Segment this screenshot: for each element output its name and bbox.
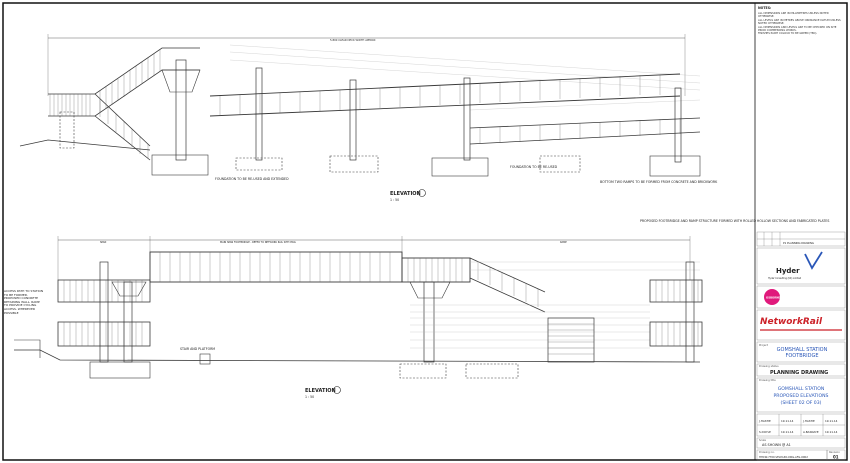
project-label: Project bbox=[759, 343, 768, 347]
wall-note: ACCESS PATH TO STATION TO BE FORMED. PRO… bbox=[4, 290, 44, 315]
top-elevation bbox=[19, 34, 701, 177]
title-block: NOTES: ALL DIMENSIONS ARE IN MILLIMETRES… bbox=[754, 3, 846, 461]
note-2: ALL LEVELS ARE IN METRES ABOVE ORDNANCE … bbox=[758, 18, 841, 26]
note-3: ALL DIMENSIONS AND LEVELS ARE TO BE CHEC… bbox=[758, 25, 837, 33]
hyder-sub: Hyder Consulting (UK) Limited bbox=[768, 277, 802, 280]
revision-table bbox=[756, 231, 846, 247]
hyder-mark-icon bbox=[804, 251, 823, 270]
top-elevation-scale: 1 : 50 bbox=[390, 198, 399, 202]
bottom-dimension-left: MAIN SPAN FOOTBRIDGE - REFER TO NETWORK … bbox=[220, 241, 296, 244]
approved-by: A.BASNAYE bbox=[803, 430, 819, 434]
scale-label: Scale bbox=[759, 438, 766, 442]
approved-date: 19.11.14 bbox=[825, 430, 838, 434]
drawing-no-label: Drawing no. bbox=[759, 450, 775, 454]
top-dimension: 5.800 CLEAR DECK WIDTH APPROX bbox=[330, 38, 376, 42]
status-label: Drawing status bbox=[759, 364, 779, 368]
bottom-dimension-mid: SPAN bbox=[100, 241, 106, 244]
ramp-note: BOTTOM TWO RAMPS TO BE FORMED FROM CONCR… bbox=[600, 180, 718, 184]
osborne-name: OSBORNE bbox=[766, 296, 780, 300]
title-label: Drawing title bbox=[759, 378, 776, 382]
osborne-logo: OSBORNE bbox=[756, 285, 846, 309]
scale-value: AS SHOWN @ A1 bbox=[762, 443, 791, 447]
bottom-elevation-title: ELEVATION 1 : 50 bbox=[305, 386, 341, 399]
foundation-note: FOUNDATION TO BE RE-USED bbox=[510, 165, 558, 169]
hyder-logo: Hyder Hyder Consulting (UK) Limited bbox=[756, 247, 846, 285]
note-1: ALL DIMENSIONS ARE IN MILLIMETRES UNLESS… bbox=[758, 12, 829, 19]
drawing-number: HHCW-7700-VELM-ZO-DRG-AFG-0002 bbox=[759, 455, 808, 459]
title-line-3: (SHEET 02 OF 03) bbox=[781, 400, 822, 406]
drawn-by: J.HASTIE bbox=[758, 419, 771, 423]
revision-value: 01 bbox=[833, 455, 839, 460]
wall-note-box: ACCESS PATH TO STATION TO BE FORMED. PRO… bbox=[4, 290, 44, 315]
design-date: 19.11.14 bbox=[781, 430, 794, 434]
bottom-elevation-label: ELEVATION bbox=[305, 388, 336, 394]
checked-by: J.HASTIE bbox=[802, 419, 815, 423]
drawing-status: PLANNING DRAWING bbox=[770, 370, 828, 376]
top-elevation-title: ELEVATION 1 : 50 bbox=[390, 189, 426, 202]
hyder-name: Hyder bbox=[776, 267, 800, 275]
note-4: FINISHES PAINT COLOUR TO BE GREEN (TBC). bbox=[758, 32, 818, 36]
design-by: S.DOYLE bbox=[759, 430, 771, 434]
project-name: GOMSHALL STATION FOOTBRIDGE bbox=[776, 347, 828, 359]
structure-note: PROPOSED FOOTBRIDGE AND RAMP STRUCTURE F… bbox=[640, 219, 829, 223]
bottom-elevation bbox=[14, 236, 703, 379]
title-line-2: PROPOSED ELEVATIONS bbox=[774, 393, 829, 399]
section-marker-icon bbox=[333, 386, 341, 394]
new-foundation-note: FOUNDATION TO BE RE-USED AND EXTENDED bbox=[215, 177, 289, 181]
network-rail-name: NetworkRail bbox=[760, 317, 823, 327]
revision-row: P1 PLANNING DRAWING bbox=[783, 241, 814, 245]
title-line-1: GOMSHALL STATION bbox=[778, 386, 825, 392]
bottom-elevation-scale: 1 : 50 bbox=[305, 395, 314, 399]
revision-label: Revision bbox=[829, 450, 840, 454]
network-rail-logo: NetworkRail bbox=[756, 309, 846, 341]
bottom-dimension-right: RAMP bbox=[560, 241, 567, 244]
notes-list: ALL DIMENSIONS ARE IN MILLIMETRES UNLESS… bbox=[758, 12, 841, 36]
notes-heading: NOTES: bbox=[758, 6, 771, 10]
section-marker-icon bbox=[418, 189, 426, 197]
project-box: GOMSHALL STATION FOOTBRIDGE bbox=[776, 347, 828, 359]
drawn-date: 19.11.14 bbox=[781, 419, 794, 423]
checked-date: 19.11.14 bbox=[825, 419, 838, 423]
osborne-mark-icon bbox=[764, 289, 780, 305]
top-elevation-label: ELEVATION bbox=[390, 191, 421, 197]
stair-note: STAIR AND PLATFORM bbox=[180, 347, 215, 351]
